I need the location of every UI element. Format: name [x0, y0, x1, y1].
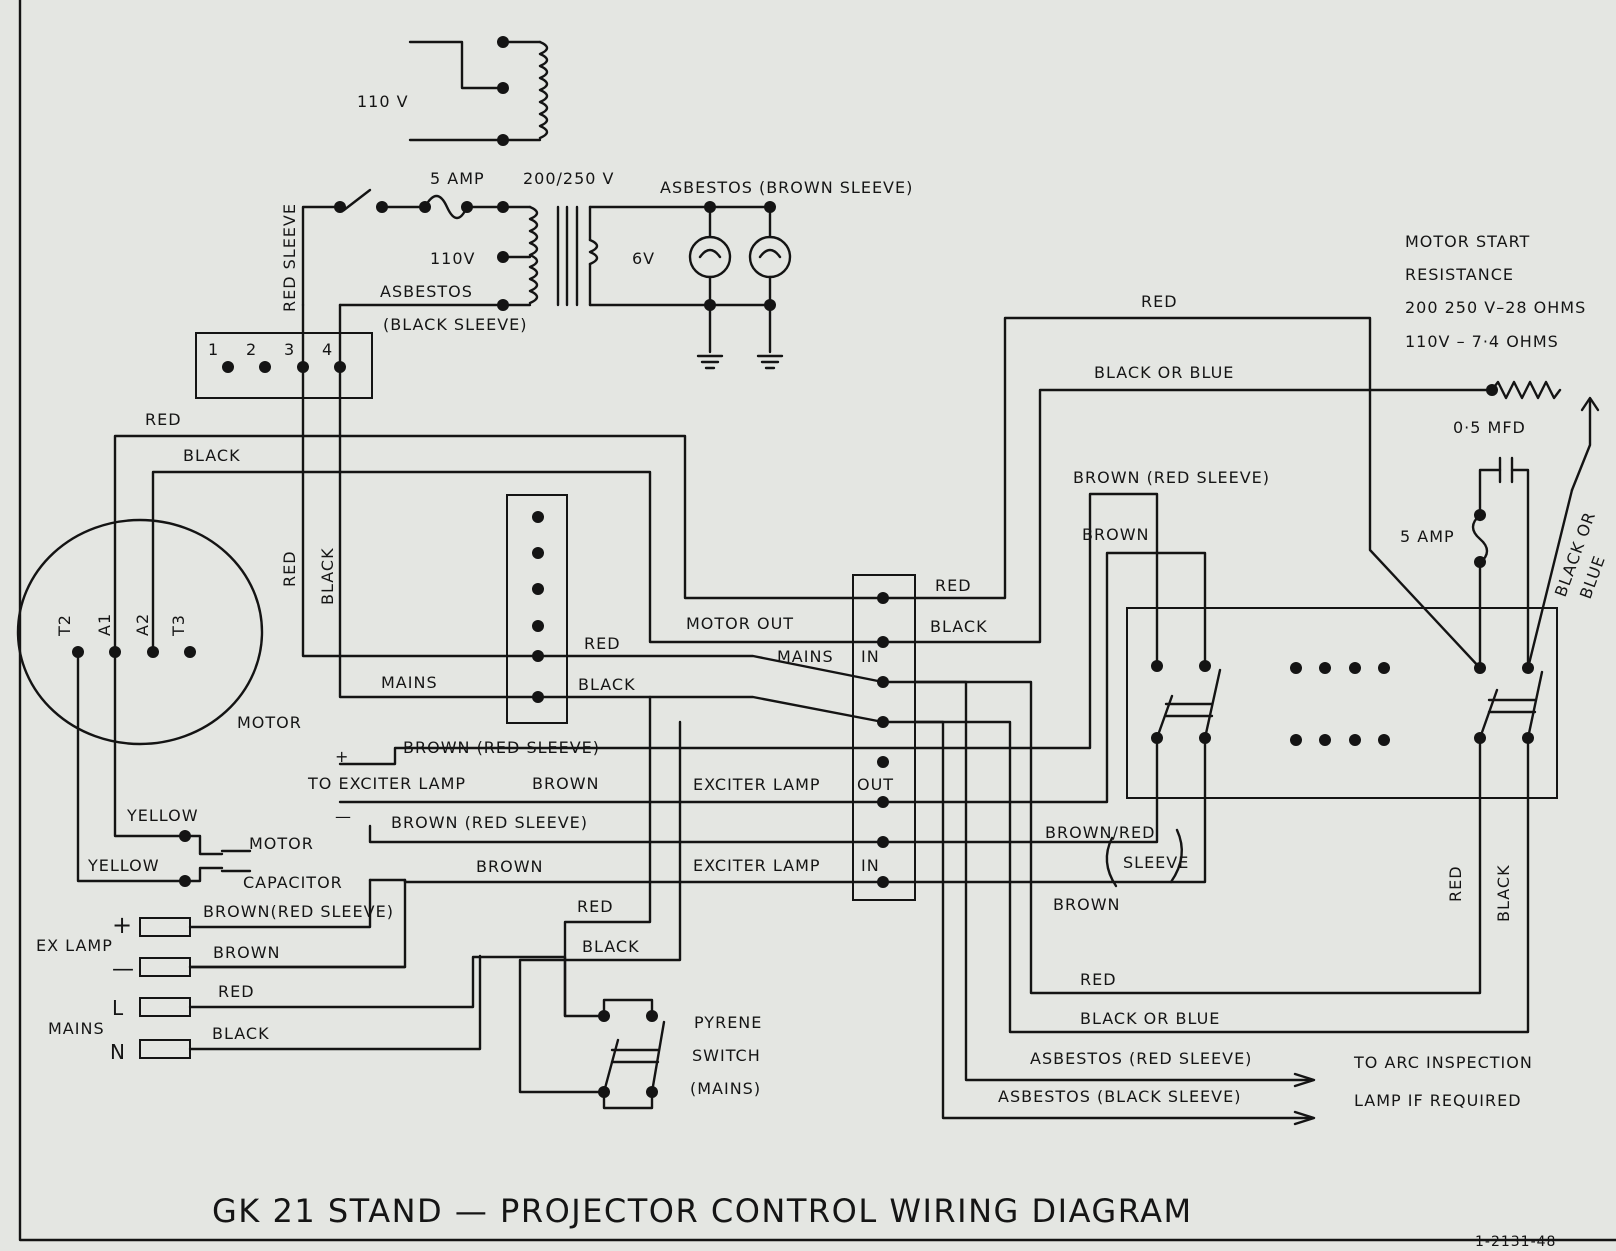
label-black-or-blue-bottom: BLACK OR BLUE — [1080, 1009, 1220, 1028]
label-200-250v: 200/250 V — [523, 169, 615, 188]
terminal-a2: A2 — [133, 613, 152, 636]
label-black-or-blue-top: BLACK OR BLUE — [1094, 363, 1234, 382]
label-brown-red-sleeve-1: BROWN (RED SLEEVE) — [403, 738, 600, 757]
label-n: N — [110, 1040, 126, 1064]
label-motor-capacitor-2: CAPACITOR — [243, 873, 343, 892]
label-motor-capacitor-1: MOTOR — [249, 834, 314, 853]
label-red-pyrene: RED — [577, 897, 614, 916]
label-red-input: RED — [218, 982, 255, 1001]
label-110v: 110V — [430, 249, 475, 268]
terminal-3-label: 3 — [284, 340, 295, 359]
control-block-outputs: RED BLACK RED BLACK OR BLUE RED BLACK OR… — [881, 292, 1530, 1034]
label-brown-1: BROWN — [532, 774, 599, 793]
terminal-1-label: 1 — [208, 340, 219, 359]
label-black-sleeve: (BLACK SLEEVE) — [383, 315, 528, 334]
terminal-2-label: 2 — [246, 340, 257, 359]
resistance-line-1: MOTOR START — [1405, 232, 1530, 251]
pyrene-line-3: (MAINS) — [690, 1079, 761, 1098]
label-red-bottom: RED — [1080, 970, 1117, 989]
pyrene-line-1: PYRENE — [694, 1013, 762, 1032]
control-block: MOTOR OUT MAINS IN EXCITER LAMP OUT EXCI… — [686, 574, 916, 901]
label-brown-input: BROWN — [213, 943, 280, 962]
label-mains: MAINS — [381, 673, 438, 692]
label-red-sleeve: RED SLEEVE — [280, 203, 299, 312]
label-asbestos-black-sleeve: ASBESTOS (BLACK SLEEVE) — [998, 1087, 1241, 1106]
label-black-motor: BLACK — [183, 446, 241, 465]
label-brown-red: BROWN/RED — [1045, 823, 1155, 842]
label-red-top: RED — [1141, 292, 1178, 311]
label-6v: 6V — [632, 249, 655, 268]
arc-inspection: ASBESTOS (RED SLEEVE) ASBESTOS (BLACK SL… — [913, 680, 1533, 1126]
transformer-section: 110 V 5 AMP 200/250 V 110V 6V ASBESTOS (… — [280, 36, 913, 370]
label-brown-red-sleeve-3: BROWN (RED SLEEVE) — [1073, 468, 1270, 487]
relay-box — [1126, 607, 1558, 799]
label-05-mfd: 0·5 MFD — [1453, 418, 1526, 437]
label-minus-input: — — [112, 957, 135, 982]
label-sleeve: SLEEVE — [1123, 853, 1189, 872]
label-black-pyrene: BLACK — [582, 937, 640, 956]
page-border — [18, 0, 1616, 1242]
label-l: L — [112, 996, 124, 1020]
label-brown-2: BROWN — [476, 857, 543, 876]
center-terminal-block — [506, 494, 568, 724]
label-brown-4: BROWN — [1053, 895, 1120, 914]
label-asbestos-brown-sleeve: ASBESTOS (BROWN SLEEVE) — [660, 178, 913, 197]
label-yellow-2: YELLOW — [87, 856, 160, 875]
terminal-4-label: 4 — [322, 340, 333, 359]
label-red-out: RED — [935, 576, 972, 595]
label-out: OUT — [857, 775, 894, 794]
label-mains-input: MAINS — [48, 1019, 105, 1038]
label-black-vertical: BLACK — [318, 547, 337, 605]
pyrene-switch: RED BLACK PYRENE SWITCH (MAINS) — [518, 654, 762, 1110]
label-red-vertical-right: RED — [1446, 865, 1465, 902]
terminal-strip: 1 2 3 4 — [195, 303, 373, 399]
diagram-title: GK 21 STAND — PROJECTOR CONTROL WIRING D… — [212, 1192, 1193, 1230]
label-minus-exciter: — — [335, 807, 352, 826]
label-fuse-5amp: 5 AMP — [430, 169, 485, 188]
terminal-t2: T2 — [55, 614, 74, 637]
label-5-amp-right: 5 AMP — [1400, 527, 1455, 546]
terminal-a1: A1 — [95, 613, 114, 636]
pyrene-line-2: SWITCH — [692, 1046, 761, 1065]
label-black-vertical-right: BLACK — [1494, 864, 1513, 922]
label-plus-exciter: + — [335, 747, 349, 766]
label-asbestos: ASBESTOS — [380, 282, 473, 301]
label-motor-out: MOTOR OUT — [686, 614, 794, 633]
label-mains-in-2: IN — [861, 647, 880, 666]
label-red-motor: RED — [145, 410, 182, 429]
label-mains-in: MAINS — [777, 647, 834, 666]
label-black-mains: BLACK — [578, 675, 636, 694]
label-to-exciter-lamp: TO EXCITER LAMP — [307, 774, 466, 793]
label-brown-3: BROWN — [1082, 525, 1149, 544]
arc-line-2: LAMP IF REQUIRED — [1354, 1091, 1522, 1110]
label-asbestos-red-sleeve: ASBESTOS (RED SLEEVE) — [1030, 1049, 1252, 1068]
mains-wiring: RED BLACK MAINS RED BLACK — [280, 365, 885, 724]
arc-line-1: TO ARC INSPECTION — [1353, 1053, 1533, 1072]
exciter-wiring: + — TO EXCITER LAMP BROWN (RED SLEEVE) B… — [307, 468, 1270, 914]
resistance-line-3: 200 250 V–28 OHMS — [1405, 298, 1586, 317]
label-plus-input: + — [112, 911, 133, 939]
resistance-line-2: RESISTANCE — [1405, 265, 1514, 284]
label-black-input: BLACK — [212, 1024, 270, 1043]
label-ex-lamp: EX LAMP — [36, 936, 113, 955]
motor: T2 A1 A2 T3 MOTOR — [16, 518, 302, 746]
label-in: IN — [861, 856, 880, 875]
label-yellow-1: YELLOW — [126, 806, 199, 825]
label-exciter-lamp-out: EXCITER LAMP — [693, 775, 821, 794]
motor-wiring: YELLOW YELLOW MOTOR CAPACITOR RED BLACK — [76, 410, 885, 892]
label-red-mains: RED — [584, 634, 621, 653]
drawing-number: 1-2131-48 — [1475, 1234, 1556, 1250]
label-red-vertical: RED — [280, 550, 299, 587]
terminal-t3: T3 — [169, 614, 188, 637]
input-terminals: + — L N EX LAMP MAINS BROWN(RED SLEEVE) … — [36, 878, 606, 1064]
resistance-line-4: 110V – 7·4 OHMS — [1405, 332, 1559, 351]
label-exciter-lamp-in: EXCITER LAMP — [693, 856, 821, 875]
motor-label: MOTOR — [237, 713, 302, 732]
label-110v-top: 110 V — [357, 92, 409, 111]
label-brown-red-sleeve-2: BROWN (RED SLEEVE) — [391, 813, 588, 832]
label-black-out: BLACK — [930, 617, 988, 636]
label-brown-red-sleeve-input: BROWN(RED SLEEVE) — [203, 902, 394, 921]
